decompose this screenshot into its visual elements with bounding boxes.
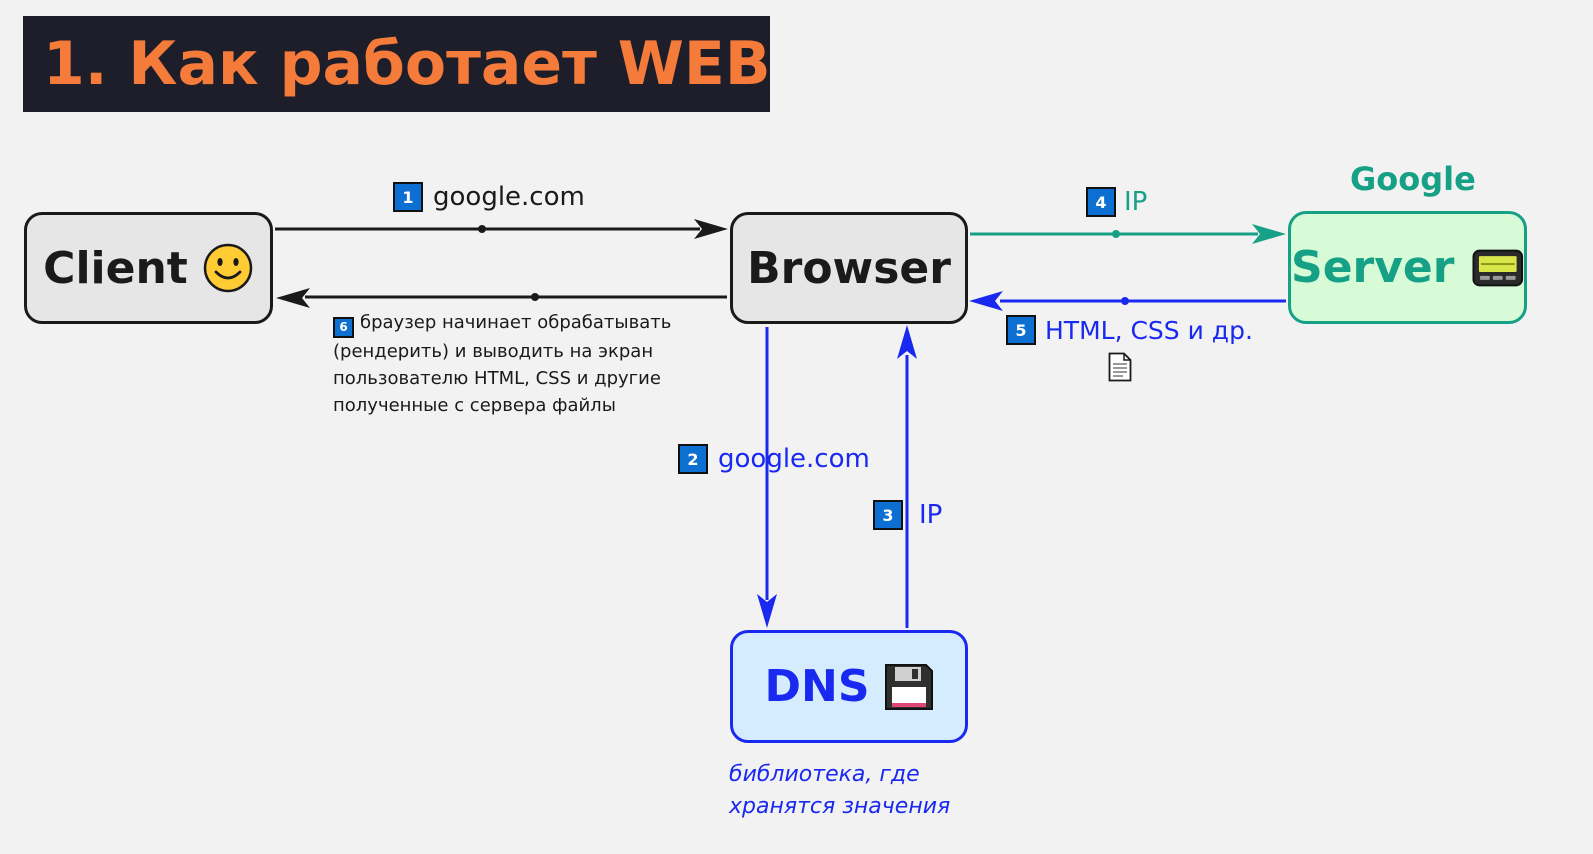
step-5: 5 HTML, CSS и др. — [1006, 315, 1253, 345]
smiley-face-icon — [203, 243, 253, 293]
step-4-label: IP — [1124, 187, 1148, 217]
dns-note: библиотека, где хранятся значения — [729, 762, 951, 819]
step-4-badge: 4 — [1086, 187, 1116, 217]
step-1-label: google.com — [433, 182, 585, 212]
arrow-browser-to-client — [276, 288, 727, 308]
arrow-browser-to-server — [970, 224, 1286, 244]
step-1: 1 google.com — [393, 182, 585, 212]
arrow-dns-to-browser — [897, 325, 917, 628]
server-icon — [1472, 249, 1524, 286]
server-label: Server — [1291, 242, 1455, 293]
arrow-client-to-browser — [275, 219, 728, 239]
server-caption: Google — [1350, 160, 1476, 198]
step-2: 2 google.com — [678, 444, 870, 474]
title-banner: 1. Как работает WEB — [23, 16, 771, 112]
step-6-label: браузер начинает обрабатывать (рендерить… — [333, 312, 672, 416]
document-icon — [1108, 352, 1132, 382]
client-label: Client — [43, 242, 188, 294]
dns-node: DNS — [730, 630, 968, 743]
step-6-badge: 6 — [333, 317, 354, 338]
arrow-server-to-browser — [969, 291, 1286, 311]
dns-label: DNS — [764, 661, 870, 712]
step-3-label: IP — [919, 500, 943, 530]
client-node: Client — [24, 212, 273, 324]
server-node: Server — [1288, 211, 1527, 324]
step-1-badge: 1 — [393, 182, 423, 212]
step-3: 3 IP — [873, 500, 942, 530]
browser-label: Browser — [747, 242, 951, 294]
page-title: 1. Как работает WEB — [43, 29, 771, 99]
step-2-badge: 2 — [678, 444, 708, 474]
browser-node: Browser — [730, 212, 968, 324]
step-5-badge: 5 — [1006, 315, 1036, 345]
step-3-badge: 3 — [873, 500, 903, 530]
step-2-label: google.com — [718, 444, 870, 474]
step-4: 4 IP — [1086, 187, 1147, 217]
floppy-disk-icon — [884, 663, 933, 710]
arrow-browser-to-dns — [757, 327, 777, 628]
step-5-label: HTML, CSS и др. — [1045, 315, 1253, 345]
